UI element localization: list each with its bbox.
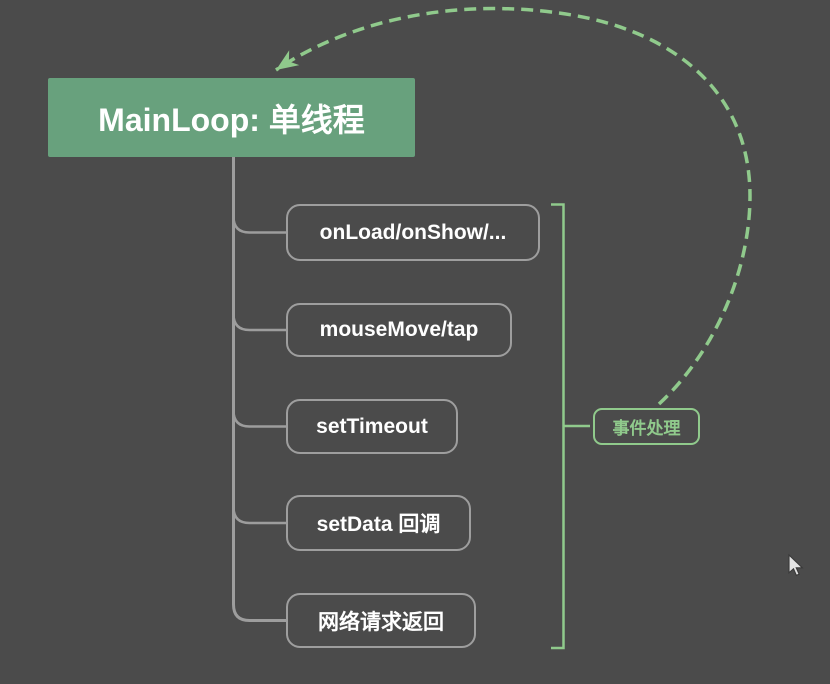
child-node-setdata[interactable]: setData 回调 (286, 495, 471, 551)
summary-node[interactable]: 事件处理 (593, 408, 700, 445)
summary-bracket-line[interactable] (551, 203, 565, 650)
child-node-label: mouseMove/tap (319, 318, 479, 341)
child-node-settimeout[interactable]: setTimeout (286, 399, 458, 454)
child-node-label: onLoad/onShow/... (319, 220, 507, 244)
branch-connector-4 (232, 506, 286, 525)
child-node-label: setTimeout (316, 414, 428, 438)
branch-connector-trunk (232, 157, 286, 622)
child-node-label: setData 回调 (316, 513, 441, 536)
branch-connector-1 (232, 216, 286, 234)
branch-connector-2 (232, 313, 286, 332)
branch-connector-3 (232, 410, 286, 428)
branch-connectors (232, 157, 286, 622)
summary-node-label: 事件处理 (612, 419, 681, 438)
summary-bracket[interactable] (551, 203, 590, 650)
root-node[interactable]: MainLoop: 单线程 (48, 78, 415, 157)
child-node-mousemove[interactable]: mouseMove/tap (286, 303, 512, 357)
child-node-label: 网络请求返回 (318, 610, 444, 634)
child-node-network[interactable]: 网络请求返回 (286, 593, 476, 648)
child-node-onload[interactable]: onLoad/onShow/... (286, 204, 540, 261)
root-node-label: MainLoop: 单线程 (98, 101, 365, 138)
relationship-arrow[interactable] (275, 6, 752, 406)
